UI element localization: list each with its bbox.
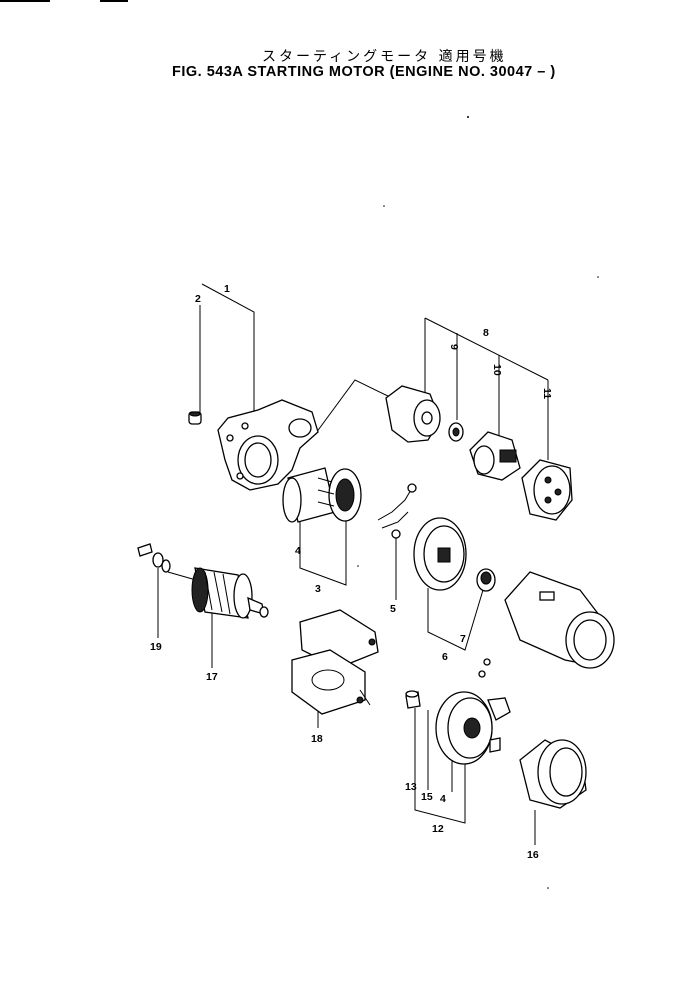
callout-6: 6 [442,651,448,663]
callout-10: 10 [491,364,503,376]
callout-4b: 4 [440,793,446,805]
part-19-washer-bolt [137,543,171,573]
part-17-armature [167,567,269,619]
part-3-pinion-clutch [282,467,362,523]
part-5-brush-lead [377,483,417,539]
scan-specks [357,116,599,889]
top-edge-mark-left [0,0,50,2]
leader-lines [157,283,549,845]
callout-19: 19 [150,641,162,653]
part-16-end-frame [519,739,587,809]
callout-4: 4 [295,545,301,557]
callout-18: 18 [311,733,323,745]
callout-5: 5 [390,603,396,615]
yoke-field-frame [504,571,615,669]
figure-title: FIG. 543A STARTING MOTOR (ENGINE NO. 300… [172,64,556,80]
callout-2: 2 [195,293,201,305]
callout-9: 9 [448,344,460,350]
part-13-bushing [405,690,421,709]
callout-11: 11 [541,388,553,399]
callout-16: 16 [527,849,539,861]
part-2-bushing [188,411,202,425]
callout-7: 7 [460,633,466,645]
part-10-solenoid-plunger [469,431,521,481]
part-18-brush-holder [291,609,379,715]
top-edge-mark-right [100,0,128,2]
callout-1: 1 [224,283,230,295]
callout-labels: 1 2 3 4 5 6 7 8 9 10 11 12 13 15 4 16 17… [150,283,553,861]
callout-17: 17 [206,671,218,683]
callout-8: 8 [483,327,489,339]
part-6-center-plate [413,517,467,591]
part-9-washer [448,422,464,442]
callout-13: 13 [405,781,417,793]
title-japanese: スターティングモータ 適用号機 [262,49,507,65]
callout-3: 3 [315,583,321,595]
callout-12: 12 [432,823,444,835]
part-12-rear-cover [435,658,511,765]
part-1-front-housing [217,399,319,491]
part-11-solenoid-cap [521,459,573,521]
part-7-bushing [476,568,496,592]
part-8-solenoid-body [385,385,441,443]
callout-15: 15 [421,791,433,803]
